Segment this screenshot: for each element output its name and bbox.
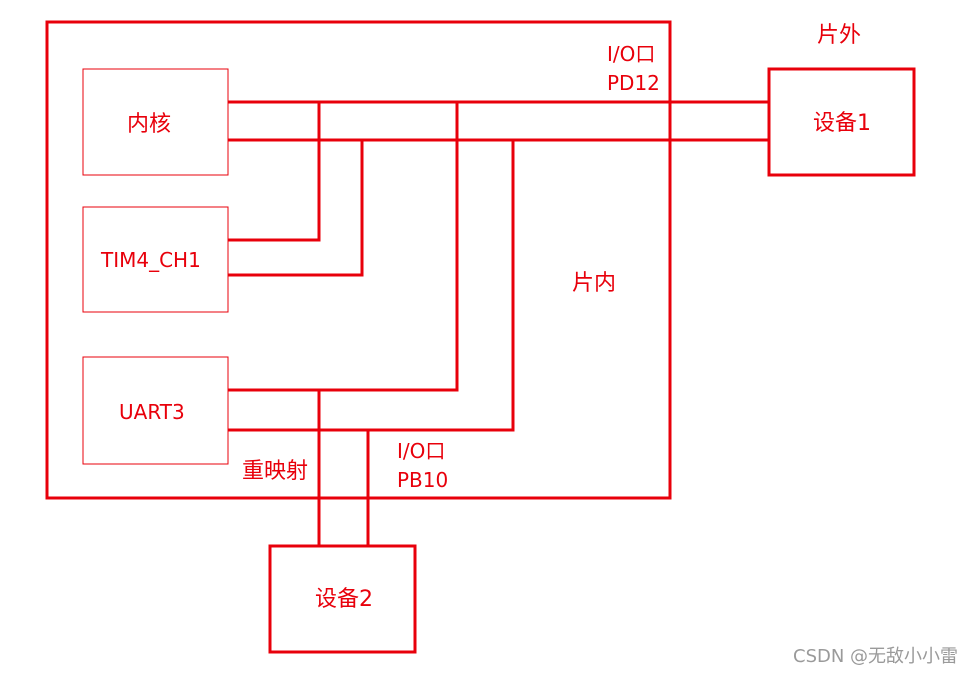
io-bottom-label-line2: PB10 (397, 468, 448, 492)
offchip-label: 片外 (817, 23, 861, 48)
watermark: CSDN @无敌小小雷 (793, 646, 958, 667)
device2-label: 设备2 (315, 587, 373, 612)
io-bottom-label-line1: I/O口 (397, 439, 445, 463)
io-top-label-line2: PD12 (607, 71, 660, 95)
device2-block (268, 544, 417, 654)
bus-lines (228, 100, 769, 546)
device1-label: 设备1 (813, 111, 871, 136)
core-block (82, 68, 229, 176)
device1-block (767, 67, 916, 177)
uart-block (82, 356, 229, 465)
remap-label: 重映射 (242, 459, 308, 484)
io-top-label-line1: I/O口 (607, 42, 655, 66)
chip-boundary (45, 20, 672, 500)
tim-label: TIM4_CH1 (100, 248, 201, 272)
tim-block (82, 206, 229, 313)
uart-label: UART3 (119, 400, 185, 424)
core-label: 内核 (127, 112, 171, 137)
onchip-label: 片内 (572, 271, 616, 296)
